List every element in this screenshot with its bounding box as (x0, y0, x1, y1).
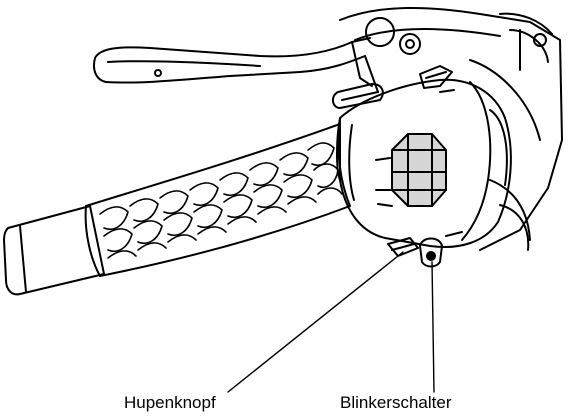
lever-mount (340, 8, 562, 250)
hex-knob (392, 134, 446, 206)
leader-line-turn-signal (432, 262, 434, 392)
horn-button (388, 238, 418, 256)
handlebar-grip (4, 124, 350, 294)
label-horn-button: Hupenknopf (124, 393, 216, 413)
brake-lever (94, 38, 378, 92)
turn-signal-switch (420, 232, 462, 267)
leader-line-horn (228, 252, 403, 392)
label-turn-signal-switch: Blinkerschalter (340, 393, 452, 413)
